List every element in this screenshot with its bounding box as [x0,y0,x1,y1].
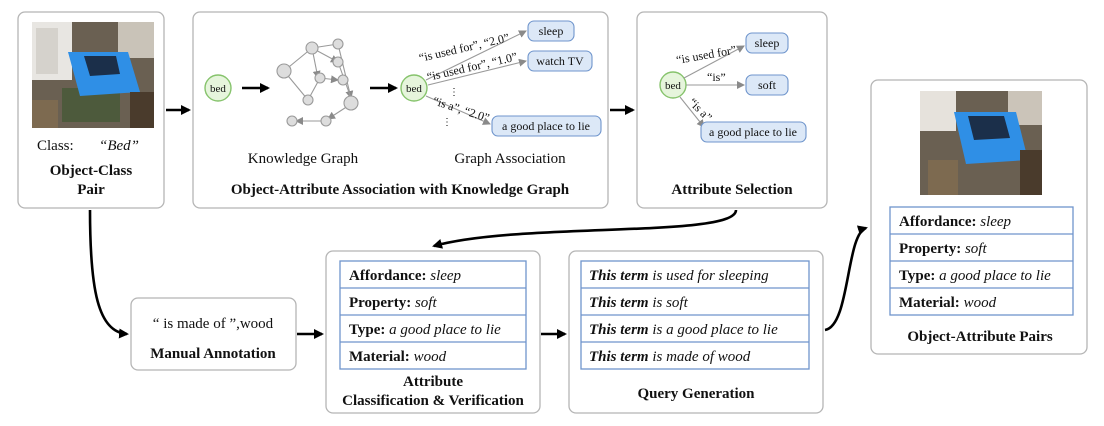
bedroom-image [32,22,154,128]
svg-text:a good place to lie: a good place to lie [502,119,590,133]
class-value: “Bed” [99,138,139,154]
svg-text:soft: soft [758,78,777,92]
attribute-selection-panel: bed “is used for” “is” “is a” sleep soft… [636,11,828,209]
knowledge-graph-icon [276,38,359,127]
panel-title-kg-association: Object-Attribute Association with Knowle… [231,182,570,198]
selection-edge-label-2: “is” [707,70,726,84]
flow-arrows [88,105,868,339]
classification-panel: Affordance: sleep Property: soft Type: a… [325,250,541,414]
manual-annotation-text: “ is made of ”,wood [153,316,274,332]
pairs-row-material: Material: wood [899,295,997,311]
classification-row-property: Property: soft [349,295,437,311]
classification-row-type: Type: a good place to lie [349,322,501,338]
selection-target-soft: soft [745,74,789,96]
panel-title-manual-annotation: Manual Annotation [150,346,276,362]
class-label: Class: [37,138,74,154]
classification-row-material: Material: wood [349,349,447,365]
selection-target-sleep: sleep [745,32,789,54]
assoc-ellipsis-mid: ⋮ [449,87,459,98]
bedroom-image-result [920,91,1042,195]
panel-title-query-generation: Query Generation [637,386,755,402]
arrow-pair-to-annotation [88,209,129,339]
panel-title-classification-2: Classification & Verification [342,393,524,409]
assoc-caption: Graph Association [454,151,566,167]
query-generation-panel: This term is used for sleeping This term… [568,250,824,414]
selection-bed-node-label: bed [665,80,681,92]
assoc-target-sleep: sleep [527,20,575,42]
assoc-bed-node-label: bed [406,83,422,95]
pairs-row-affordance: Affordance: sleep [899,214,1012,230]
query-row-3: This term is a good place to lie [589,322,778,338]
assoc-target-good-place: a good place to lie [491,115,602,137]
assoc-bed-node [400,74,428,102]
object-class-pair-panel: Class: “Bed” Object-Class Pair [17,11,165,209]
query-row-1: This term is used for sleeping [589,268,769,284]
assoc-ellipsis-low: ⋮ [442,117,452,128]
panel-title-attribute-selection: Attribute Selection [671,182,793,198]
arrow-selection-to-classification [432,209,738,249]
svg-text:sleep: sleep [539,24,564,38]
classification-row-affordance: Affordance: sleep [349,268,462,284]
pairs-row-property: Property: soft [899,241,987,257]
panel-title-pair: Pair [77,182,105,198]
panel-title-classification-1: Attribute [403,374,463,390]
selection-target-good-place: a good place to lie [700,121,807,143]
assoc-target-watch-tv: watch TV [527,50,593,72]
manual-annotation-panel: “ is made of ”,wood Manual Annotation [130,297,297,371]
svg-text:sleep: sleep [755,36,780,50]
pairs-row-type: Type: a good place to lie [899,268,1051,284]
bed-node [204,74,232,102]
query-row-2: This term is soft [589,295,689,311]
object-attribute-pairs-panel: Affordance: sleep Property: soft Type: a… [870,79,1088,355]
query-row-4: This term is made of wood [589,349,751,365]
bed-node-label: bed [210,83,226,95]
panel-title-object-attribute-pairs: Object-Attribute Pairs [907,329,1053,345]
kg-caption: Knowledge Graph [248,151,359,167]
panel-title-object-class: Object-Class [50,163,133,179]
svg-text:watch TV: watch TV [536,54,584,68]
svg-text:a good place to lie: a good place to lie [709,125,797,139]
arrow-query-to-pairs [824,225,868,332]
kg-association-panel: bed Knowledge Graph [192,11,609,209]
